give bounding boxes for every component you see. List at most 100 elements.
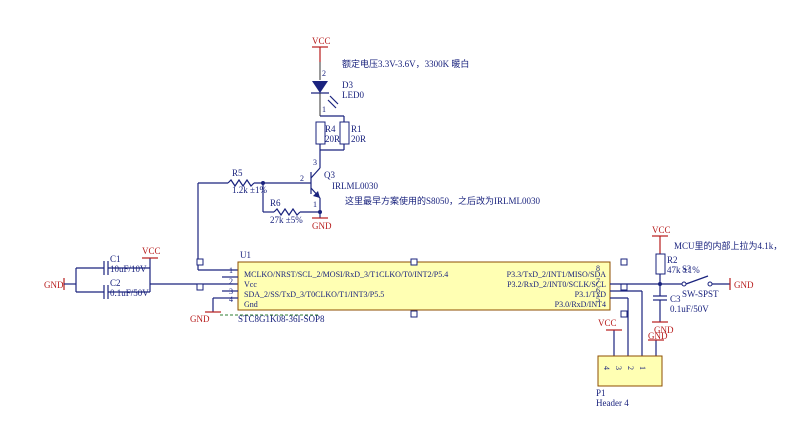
u1-pin-num-2: 2 bbox=[229, 277, 233, 286]
u1-part: STC8G1K08-36I-SOP8 bbox=[238, 314, 325, 324]
p1-pin-3: 3 bbox=[614, 366, 623, 370]
u1-handle-mr bbox=[620, 283, 628, 291]
resistor-r4[interactable] bbox=[315, 121, 326, 145]
gnd-symbol-caps: GND bbox=[44, 278, 65, 290]
resistor-r1[interactable] bbox=[339, 121, 350, 145]
r4-ref: R4 bbox=[325, 124, 336, 134]
q3-collector-line bbox=[310, 167, 321, 179]
u1-pin-num-3: 3 bbox=[229, 287, 233, 296]
u1-pin-name-3: SDA_2/SS/TxD_3/T0CLKO/T1/INT3/P5.5 bbox=[244, 290, 384, 299]
capacitor-c3[interactable] bbox=[653, 295, 667, 301]
switch-contact-left bbox=[681, 281, 687, 287]
u1-pin-name-4: Gnd bbox=[244, 300, 258, 309]
pullup-note: MCU里的内部上拉为4.1k， bbox=[674, 240, 782, 251]
led-ray-2 bbox=[327, 99, 337, 109]
vcc-label-header: VCC bbox=[598, 318, 617, 328]
gnd-symbol-switch: GND bbox=[729, 278, 754, 290]
led-ray-1 bbox=[329, 95, 339, 105]
led-d3[interactable] bbox=[311, 81, 339, 109]
r2-ref: R2 bbox=[667, 255, 678, 265]
vcc-symbol-header: VCC bbox=[598, 318, 622, 331]
q3-value: IRLML0030 bbox=[332, 181, 378, 191]
switch-spst[interactable] bbox=[681, 275, 713, 287]
gnd-label-u1: GND bbox=[190, 314, 210, 324]
r1-ref: R1 bbox=[351, 124, 362, 134]
led-note: 额定电压3.3V-3.6V，3300K 暖白 bbox=[342, 58, 469, 69]
r2-value: 47k ±1% bbox=[667, 265, 700, 275]
capacitor-c1[interactable] bbox=[103, 261, 109, 275]
u1-pin-name-5: P3.0/RxD/INT4 bbox=[555, 300, 606, 309]
vcc-symbol-caps: VCC bbox=[142, 246, 161, 259]
u1-handle-tr bbox=[620, 258, 628, 266]
r5-ref: R5 bbox=[232, 168, 243, 178]
p1-pin-4: 4 bbox=[602, 366, 611, 370]
u1-pin-name-6: P3.1/TxD bbox=[575, 290, 607, 299]
c1-value: 10uF/10V bbox=[110, 264, 147, 274]
switch-ref: S? bbox=[682, 264, 691, 274]
u1-pin-num-6: 6 bbox=[596, 286, 600, 295]
u1-pin-num-8: 8 bbox=[596, 264, 600, 273]
switch-lever bbox=[685, 275, 709, 285]
q3-pin-drain: 3 bbox=[313, 158, 317, 167]
vcc-symbol-led: VCC bbox=[312, 36, 331, 62]
gnd-symbol-c3: GND bbox=[652, 321, 674, 335]
junction-source bbox=[318, 210, 322, 214]
p1-pin-1: 1 bbox=[638, 366, 647, 370]
u1-pin-num-1: 1 bbox=[229, 266, 233, 275]
header-p1-body[interactable] bbox=[597, 355, 663, 387]
vcc-label-r2: VCC bbox=[652, 225, 671, 235]
q3-pin-gate: 2 bbox=[300, 174, 304, 183]
vcc-symbol-r2: VCC bbox=[652, 225, 671, 254]
u1-pin-name-1: MCLKO/NRST/SCL_2/MOSI/RxD_3/T1CLKO/T0/IN… bbox=[244, 270, 448, 279]
r1-value: 20R bbox=[351, 134, 366, 144]
gnd-label-caps: GND bbox=[44, 280, 64, 290]
transistor-note: 这里最早方案使用的S8050，之后改为IRLML0030 bbox=[345, 195, 541, 206]
r6-value: 27k ±5% bbox=[270, 215, 303, 225]
mcu-u1-body[interactable] bbox=[237, 261, 611, 311]
p1-ref: P1 bbox=[596, 388, 606, 398]
c3-ref: C3 bbox=[670, 294, 681, 304]
gnd-symbol-q3: GND bbox=[312, 217, 332, 231]
resistor-r5[interactable] bbox=[227, 178, 255, 188]
led-ref: D3 bbox=[342, 80, 353, 90]
led-value: LED0 bbox=[342, 90, 364, 100]
u1-pin-num-5: 5 bbox=[596, 295, 600, 304]
u1-pin-name-8: P3.3/TxD_2/INT1/MISO/SDA bbox=[507, 270, 607, 279]
u1-handle-bc bbox=[410, 310, 418, 318]
c2-value: 0.1uF/50V bbox=[110, 288, 149, 298]
gnd-label-header: GND bbox=[648, 331, 668, 341]
gnd-label-c3: GND bbox=[654, 325, 674, 335]
gnd-symbol-u1: GND bbox=[190, 311, 221, 324]
resistor-r6[interactable] bbox=[273, 207, 301, 217]
gnd-symbol-header: GND bbox=[648, 331, 668, 341]
c2-ref: C2 bbox=[110, 278, 121, 288]
q3-pin-source: 1 bbox=[313, 200, 317, 209]
p1-value: Header 4 bbox=[596, 398, 629, 408]
u1-handle-br bbox=[620, 310, 628, 318]
p1-pin-2: 2 bbox=[626, 366, 635, 370]
vcc-label-caps: VCC bbox=[142, 246, 161, 256]
r4-value: 20R bbox=[325, 134, 340, 144]
r6-ref: R6 bbox=[270, 198, 281, 208]
gnd-label-q3: GND bbox=[312, 221, 332, 231]
gnd-label-switch: GND bbox=[734, 280, 754, 290]
u1-pin-num-7: 7 bbox=[596, 277, 600, 286]
c3-value: 0.1uF/50V bbox=[670, 304, 709, 314]
u1-ref: U1 bbox=[240, 250, 251, 260]
u1-handle-ml bbox=[196, 283, 204, 291]
r5-value: 1.2k ±1% bbox=[232, 185, 267, 195]
vcc-label-led: VCC bbox=[312, 36, 331, 46]
q3-arrow bbox=[313, 191, 320, 198]
transistor-q3[interactable] bbox=[310, 167, 321, 199]
led-pin-2: 2 bbox=[322, 69, 326, 78]
led-triangle bbox=[312, 81, 328, 93]
c1-ref: C1 bbox=[110, 254, 121, 264]
u1-handle-tc bbox=[410, 258, 418, 266]
capacitor-c2[interactable] bbox=[103, 285, 109, 299]
resistor-r2[interactable] bbox=[655, 253, 666, 275]
led-pin-1: 1 bbox=[322, 105, 326, 114]
u1-pin-name-7: P3.2/RxD_2/INT0/SCLK/SCL bbox=[507, 280, 606, 289]
u1-handle-tl bbox=[196, 258, 204, 266]
